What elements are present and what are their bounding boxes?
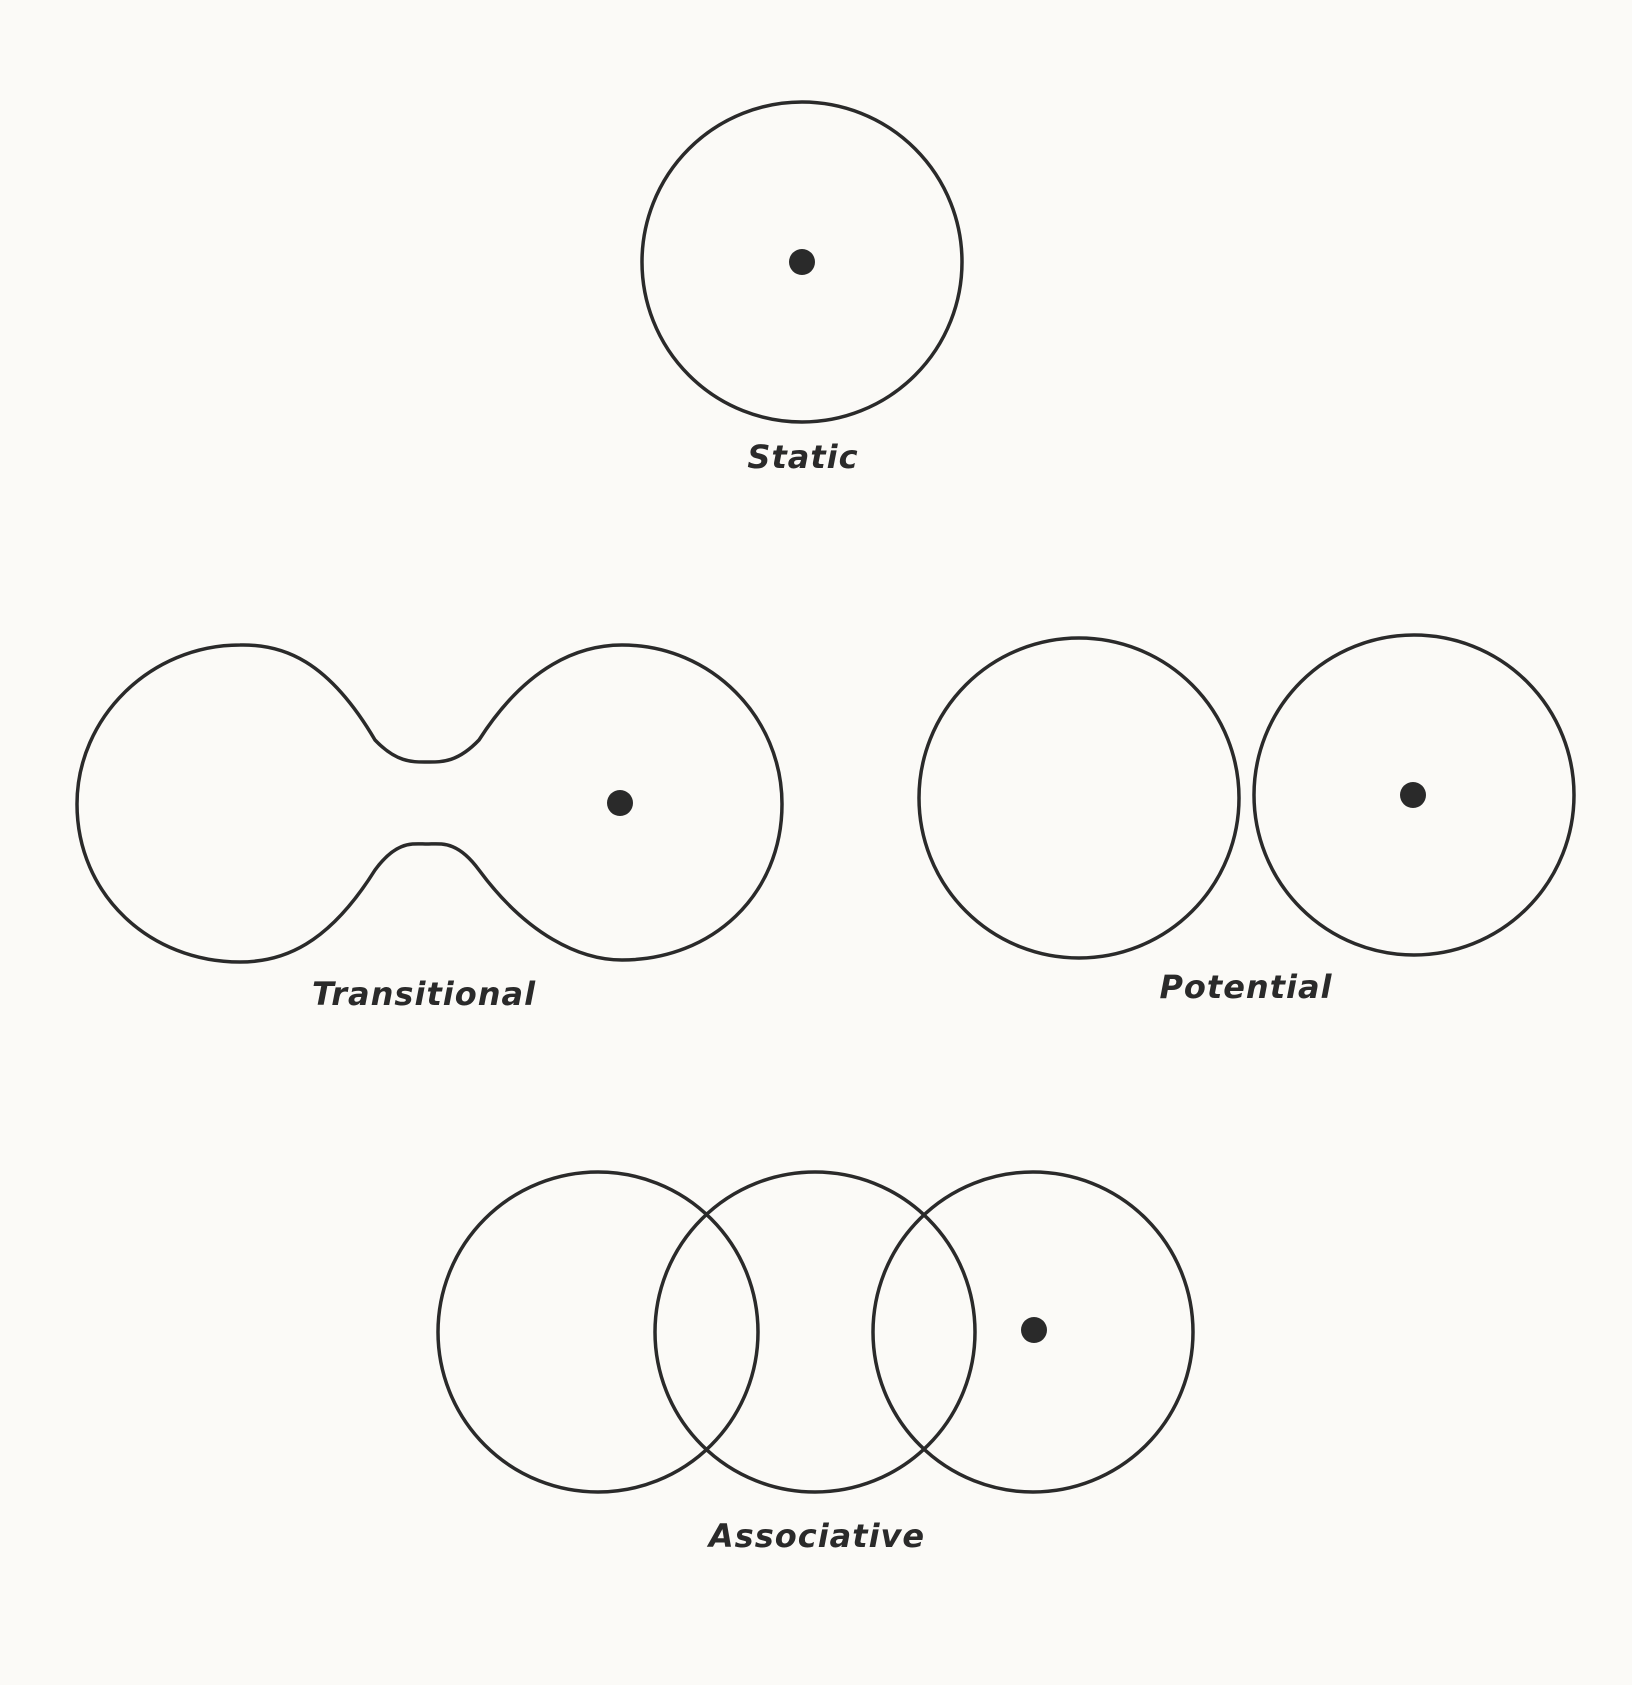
associative-dot [1021,1317,1047,1343]
transitional-label: Transitional [312,975,536,1013]
associative-label: Associative [706,1517,925,1555]
transitional-shape [75,643,784,964]
potential-label: Potential [1159,968,1332,1006]
associative-right-circle [871,1170,1195,1494]
transitional-dot [607,790,633,816]
potential-right-circle [1252,633,1576,957]
static-circle [640,100,964,424]
potential-panel: Potential [917,633,1576,1006]
static-label: Static [747,438,858,476]
associative-middle-circle [653,1170,977,1494]
associative-left-circle [436,1170,760,1494]
static-panel: Static [640,100,964,476]
potential-left-circle [917,636,1241,960]
static-dot [789,249,815,275]
transitional-panel: Transitional [75,643,784,1013]
associative-panel: Associative [436,1170,1195,1555]
potential-dot [1400,782,1426,808]
